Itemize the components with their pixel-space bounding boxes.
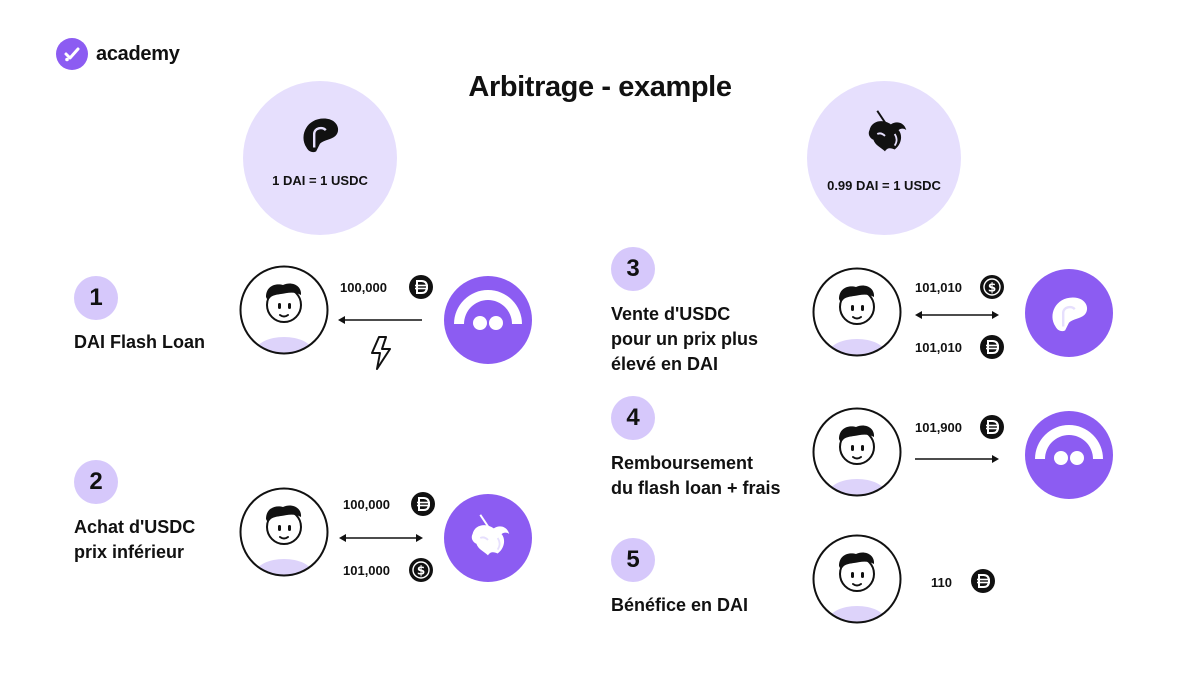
dai-icon <box>408 274 434 300</box>
exchange-maker: 1 DAI = 1 USDC <box>243 81 397 235</box>
step-label: Remboursement du flash loan + frais <box>611 453 781 498</box>
dai-icon <box>970 568 996 594</box>
step-number: 3 <box>611 247 655 291</box>
arrow-left <box>338 316 422 324</box>
exchange-unicorn: 0.99 DAI = 1 USDC <box>807 81 961 235</box>
amount: 100,000 <box>343 497 390 512</box>
usdc-icon <box>979 274 1005 300</box>
user-avatar <box>812 407 902 497</box>
amount: 101,010 <box>915 280 962 295</box>
brand-logo: academy <box>56 38 180 70</box>
page-title: Arbitrage - example <box>468 71 732 103</box>
amount: 100,000 <box>340 280 387 295</box>
dai-icon <box>410 491 436 517</box>
amount: 101,010 <box>915 340 962 355</box>
lightning-icon <box>369 335 393 371</box>
arrow-both <box>339 534 423 542</box>
checkmark-icon <box>56 38 88 70</box>
step-number: 2 <box>74 460 118 504</box>
flash-loan-icon <box>444 276 532 364</box>
exchange-rate: 0.99 DAI = 1 USDC <box>827 178 941 193</box>
amount: 101,000 <box>343 563 390 578</box>
exchange-rate: 1 DAI = 1 USDC <box>272 173 368 188</box>
maker-icon <box>291 105 349 163</box>
user-avatar <box>239 487 329 577</box>
unicorn-icon <box>444 494 532 582</box>
dai-icon <box>979 334 1005 360</box>
step-label: Achat d'USDC prix inférieur <box>74 517 196 562</box>
user-avatar <box>812 534 902 624</box>
step-number: 5 <box>611 538 655 582</box>
amount: 110 <box>931 575 952 590</box>
usdc-icon <box>408 557 434 583</box>
user-avatar <box>812 267 902 357</box>
flash-loan-icon <box>1025 411 1113 499</box>
step-label: Bénéfice en DAI <box>611 595 749 615</box>
brand-name: academy <box>96 42 180 65</box>
step-label: DAI Flash Loan <box>74 332 206 352</box>
step-number: 4 <box>611 396 655 440</box>
arrow-right <box>915 455 999 463</box>
maker-icon <box>1025 269 1113 357</box>
user-avatar <box>239 265 329 355</box>
amount: 101,900 <box>915 420 962 435</box>
dai-icon <box>979 414 1005 440</box>
arrow-both <box>915 311 999 319</box>
unicorn-icon <box>856 105 914 163</box>
step-number: 1 <box>74 276 118 320</box>
step-label: Vente d'USDC pour un prix plus élevé en … <box>611 304 758 374</box>
